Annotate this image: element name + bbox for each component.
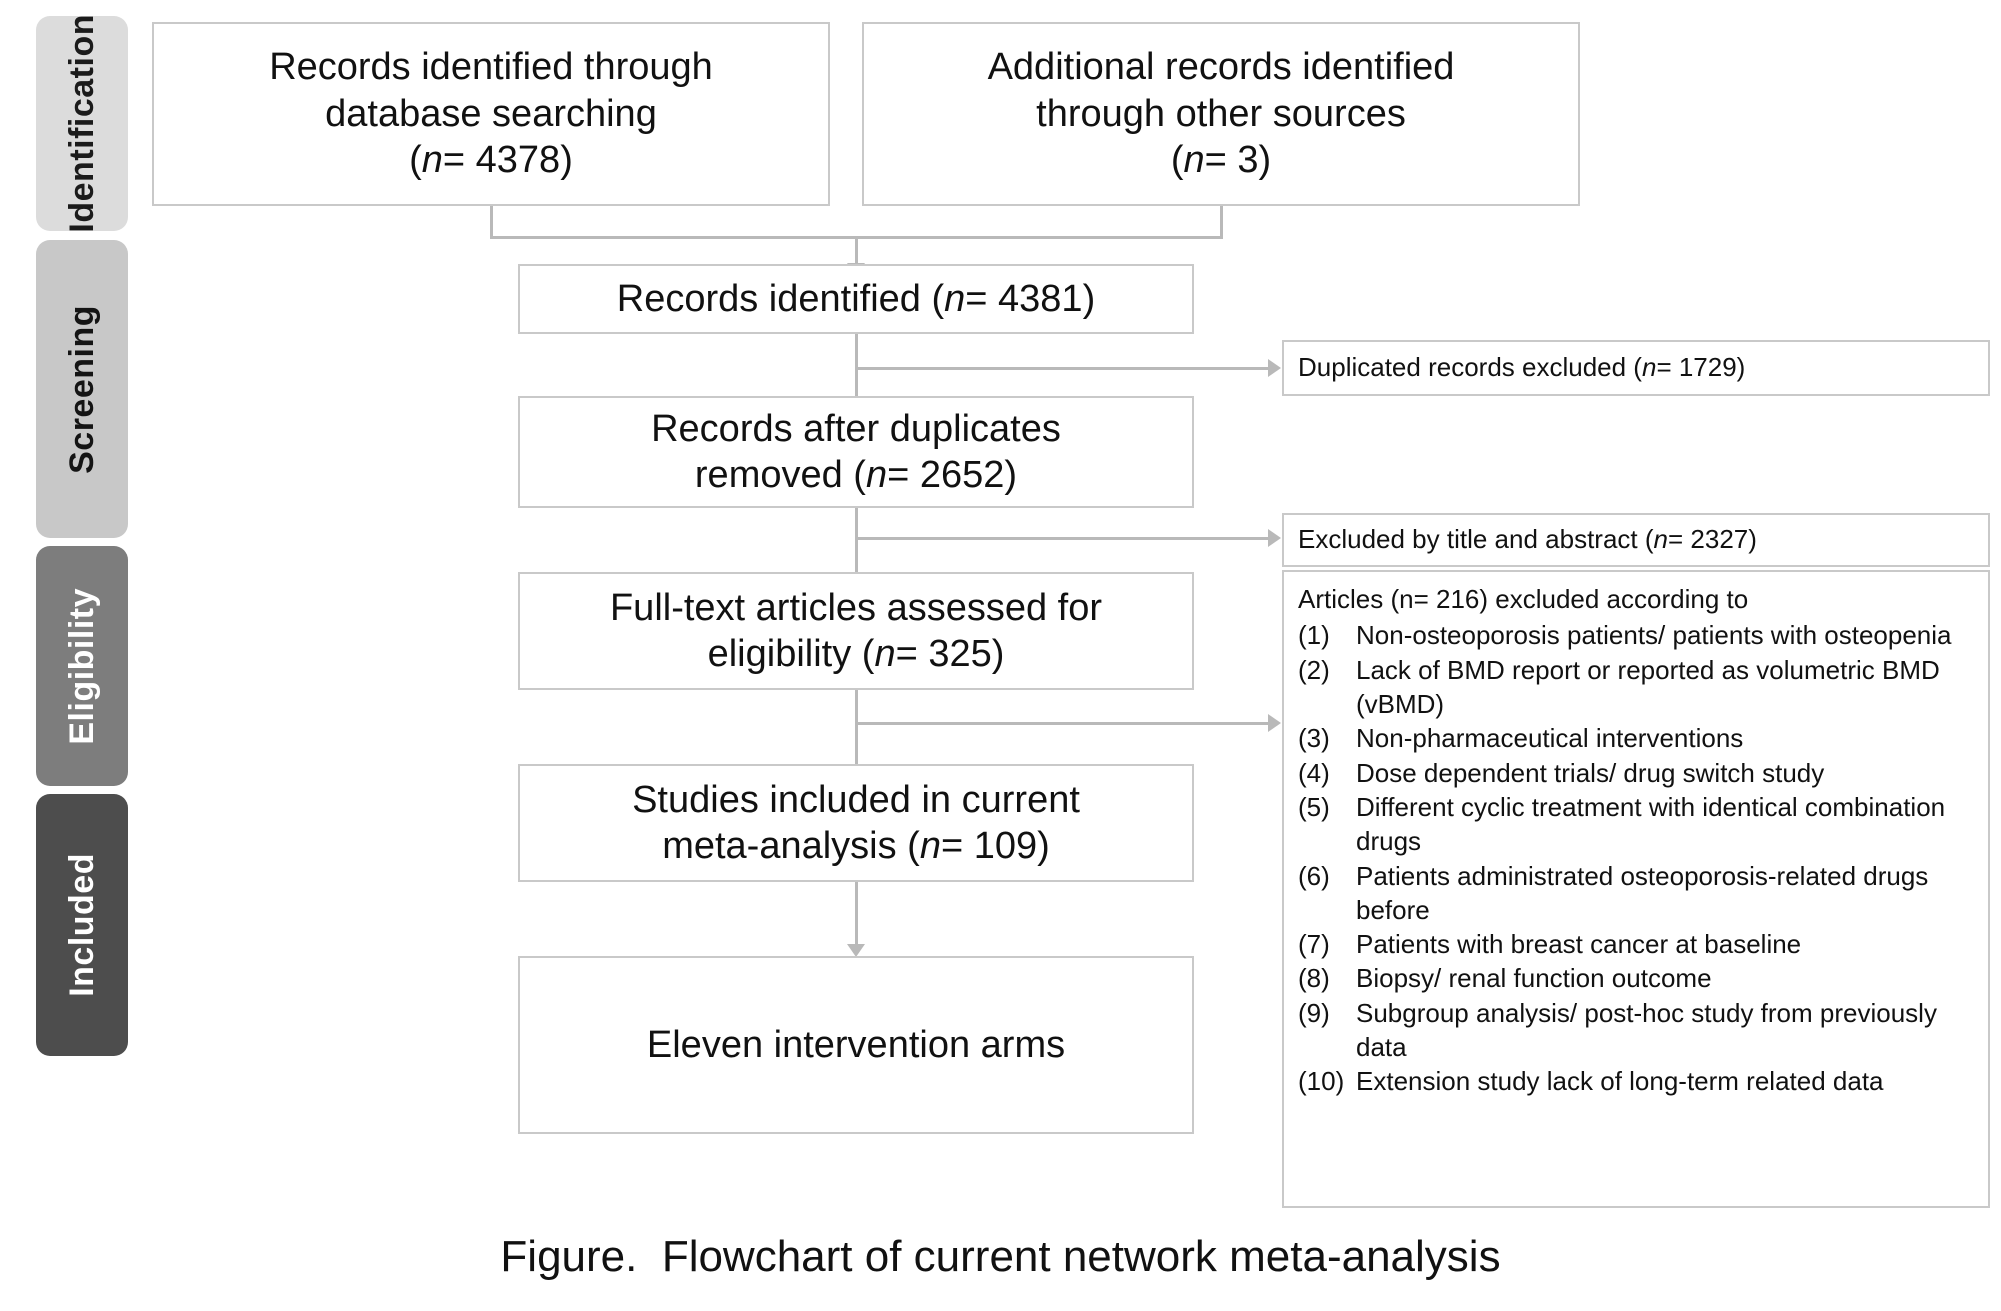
node-records-identified-text: Records identified (n= 4381) (616, 277, 1096, 320)
exclusion-criterion-marker: (7) (1298, 929, 1330, 960)
exclusion-criterion-item: (5) Different cyclic treatment with ident… (1298, 790, 1976, 859)
arrowhead-exclusion-list (1268, 714, 1281, 732)
exclusion-criterion-text: Dose dependent trials/ drug switch study (1356, 757, 1825, 788)
exclusion-criterion-text: Different cyclic treatment with identica… (1356, 791, 1946, 857)
exclusion-criterion-marker: (6) (1298, 860, 1330, 891)
exclusion-criterion-marker: (4) (1298, 757, 1330, 788)
node-excluded-title-abstract-text: Excluded by title and abstract (n= 2327) (1298, 524, 1757, 555)
exclusion-criteria-items: (1) Non-osteoporosis patients/ patients w… (1298, 618, 1976, 1098)
phase-label-included: Included (63, 853, 101, 997)
exclusion-criterion-text: Non-osteoporosis patients/ patients with… (1356, 620, 1952, 651)
exclusion-criterion-marker: (2) (1298, 654, 1330, 685)
exclusion-criterion-item: (3) Non-pharmaceutical interventions (1298, 721, 1976, 755)
exclusion-criterion-item: (8) Biopsy/ renal function outcome (1298, 961, 1976, 995)
connector-to-title-abstract-excluded (855, 537, 1275, 540)
exclusion-criterion-item: (7) Patients with breast cancer at baseli… (1298, 927, 1976, 961)
connector-to-duplicates-excluded (855, 367, 1275, 370)
connector-merge-down (855, 236, 858, 268)
connector-dedup-to-fulltext (855, 508, 858, 580)
exclusion-criterion-marker: (1) (1298, 620, 1330, 651)
exclusion-criterion-item: (4) Dose dependent trials/ drug switch st… (1298, 756, 1976, 790)
phase-label-eligibility: Eligibility (63, 587, 101, 745)
node-duplicated-records-excluded: Duplicated records excluded (n= 1729) (1282, 340, 1990, 396)
exclusion-criterion-item: (2) Lack of BMD report or reported as vol… (1298, 653, 1976, 722)
node-excluded-title-abstract: Excluded by title and abstract (n= 2327) (1282, 513, 1990, 567)
exclusion-criterion-marker: (9) (1298, 997, 1330, 1028)
node-duplicated-records-excluded-text: Duplicated records excluded (n= 1729) (1298, 352, 1746, 383)
exclusion-criterion-marker: (10) (1298, 1066, 1345, 1097)
node-intervention-arms: Eleven intervention arms (518, 956, 1194, 1134)
figure-caption: Figure. Flowchart of current network met… (500, 1232, 1501, 1281)
exclusion-criterion-item: (6) Patients administrated osteoporosis-r… (1298, 859, 1976, 928)
node-exclusion-criteria-list: Articles (n= 216) excluded according to … (1282, 570, 1990, 1208)
arrowhead-to-intervention-arms (847, 944, 865, 957)
phase-label-identification: Identification (63, 14, 101, 233)
phase-band-eligibility: Eligibility (36, 546, 128, 786)
exclusion-criterion-item: (1) Non-osteoporosis patients/ patients w… (1298, 618, 1976, 652)
exclusion-criterion-text: Non-pharmaceutical interventions (1356, 723, 1744, 754)
connector-db-search-down (490, 205, 493, 238)
connector-included-to-arms (855, 882, 858, 950)
exclusion-criterion-item: (10) Extension study lack of long-term re… (1298, 1064, 1976, 1098)
arrowhead-duplicates-excluded (1268, 359, 1281, 377)
exclusion-criterion-marker: (5) (1298, 791, 1330, 822)
exclusion-criterion-text: Lack of BMD report or reported as volume… (1356, 654, 1940, 719)
arrowhead-title-abstract-excluded (1268, 529, 1281, 547)
exclusion-criterion-text: Patients administrated osteoporosis-rela… (1356, 860, 1929, 925)
exclusion-list-heading: Articles (n= 216) excluded according to (1298, 584, 1749, 614)
exclusion-criterion-text: Biopsy/ renal function outcome (1356, 963, 1712, 994)
connector-to-exclusion-list (855, 722, 1275, 725)
node-intervention-arms-text: Eleven intervention arms (646, 1023, 1066, 1066)
phase-band-included: Included (36, 794, 128, 1056)
exclusion-criterion-marker: (8) (1298, 963, 1330, 994)
connector-other-sources-down (1220, 205, 1223, 238)
exclusion-criterion-marker: (3) (1298, 723, 1330, 754)
exclusion-criterion-text: Patients with breast cancer at baseline (1356, 929, 1802, 960)
phase-label-screening: Screening (63, 304, 101, 474)
node-records-identified: Records identified (n= 4381) (518, 264, 1194, 334)
exclusion-criterion-item: (9) Subgroup analysis/ post-hoc study fro… (1298, 996, 1976, 1065)
phase-band-identification: Identification (36, 14, 128, 233)
connector-fulltext-to-included (855, 690, 858, 772)
exclusion-criterion-text: Extension study lack of long-term relate… (1356, 1066, 1884, 1097)
phase-band-screening: Screening (36, 240, 128, 538)
exclusion-criterion-text: Subgroup analysis/ post-hoc study from p… (1356, 997, 1937, 1063)
